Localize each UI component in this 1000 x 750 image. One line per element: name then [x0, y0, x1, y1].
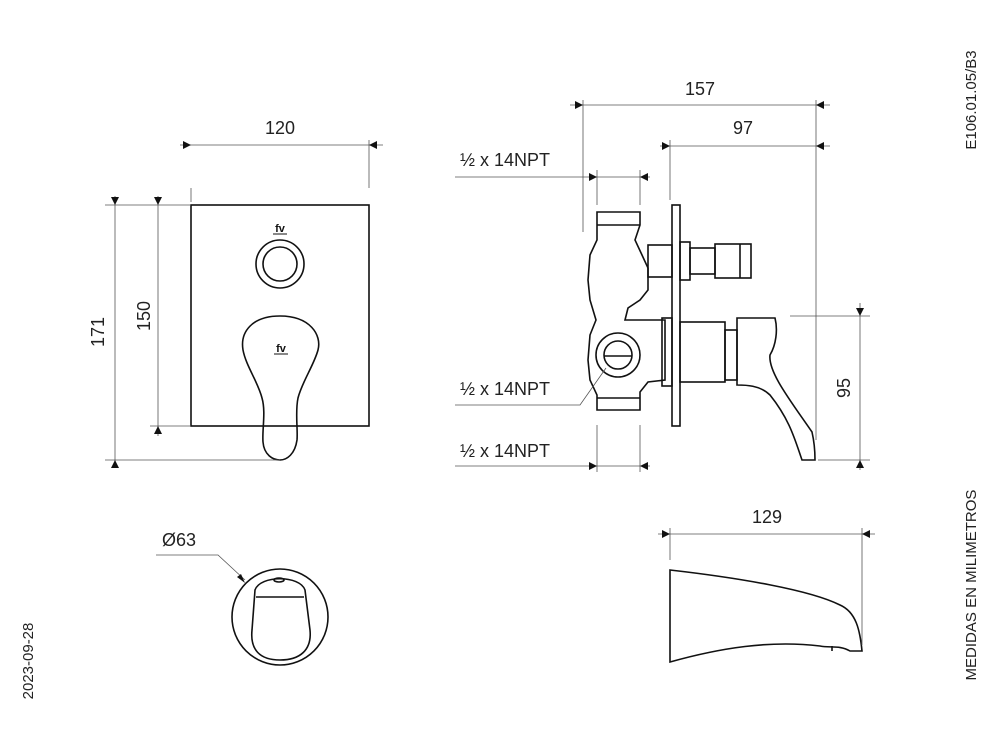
diverter-stem: [647, 244, 673, 278]
dim-height-150: 150: [134, 301, 154, 331]
brand-logo-top: fv: [273, 223, 287, 235]
lever-side: [736, 317, 816, 461]
spout-front-view: Ø63: [156, 530, 329, 666]
dim-length-129: 129: [752, 507, 782, 527]
wall-plate-side: [671, 204, 681, 427]
front-view: fv fv 120 150 171: [88, 118, 383, 468]
spout-body: [669, 569, 863, 664]
diverter-knob-inner: [262, 246, 298, 282]
dim-diameter-63: Ø63: [162, 530, 196, 550]
dim-width-120: 120: [265, 118, 295, 138]
valve-body: [587, 211, 666, 411]
lever-handle: [241, 315, 320, 461]
spout-side-view: 129: [658, 507, 875, 664]
label-thread-middle: ½ x 14NPT: [460, 379, 550, 399]
label-thread-top: ½ x 14NPT: [460, 150, 550, 170]
diverter-knob-side: [714, 243, 752, 279]
side-view: 157 97 ½ x 14NPT ½ x 14NPT ½ x 14NPT 95: [455, 79, 870, 472]
drawing-date: 2023-09-28: [20, 623, 37, 700]
label-thread-bottom: ½ x 14NPT: [460, 441, 550, 461]
wall-plate: [190, 204, 370, 427]
cartridge: [661, 317, 673, 387]
dim-depth-157: 157: [685, 79, 715, 99]
units-note: MEDIDAS EN MILIMETROS: [963, 490, 980, 681]
side-port-inner: [603, 340, 633, 370]
dim-height-95: 95: [834, 378, 854, 398]
svg-text:fv: fv: [276, 343, 287, 355]
svg-text:fv: fv: [275, 223, 286, 235]
dim-height-171: 171: [88, 317, 108, 347]
spout-outlet: [251, 578, 311, 661]
brand-logo-handle: fv: [274, 343, 288, 355]
diverter-knob-outer: [255, 239, 305, 289]
spout-escutcheon: [231, 568, 329, 666]
drawing-code: E106.01.05/B3: [963, 50, 980, 149]
dim-depth-97: 97: [733, 118, 753, 138]
side-port-outer: [595, 332, 641, 378]
